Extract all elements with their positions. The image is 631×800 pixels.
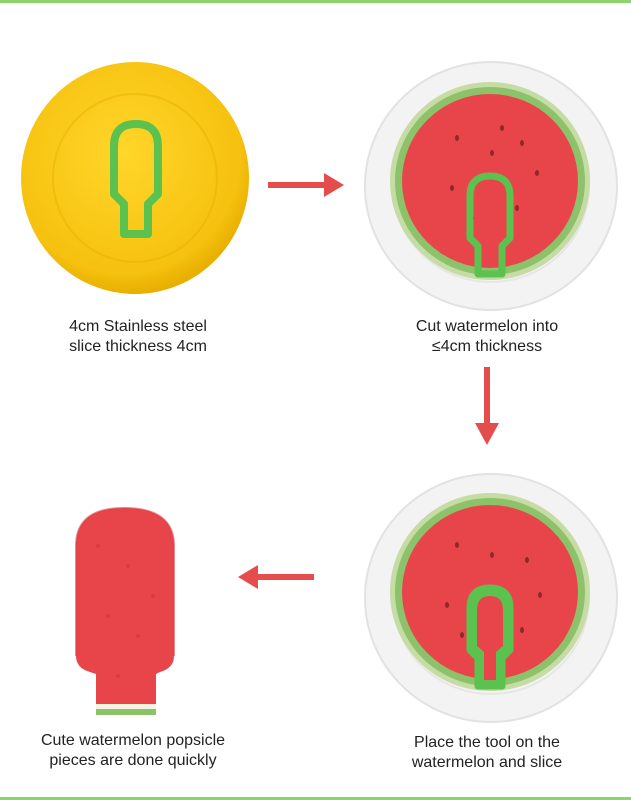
step-1-line-1: 4cm Stainless steel (69, 318, 207, 335)
right-arrow-icon (268, 173, 344, 197)
left-arrow-icon (238, 565, 314, 589)
cutter-icon (466, 172, 514, 278)
top-border (0, 0, 631, 3)
step-4-line-1: Cute watermelon popsicle (40, 732, 226, 749)
step-4-caption: Cute watermelon popsicle pieces are done… (24, 731, 242, 771)
step-1-caption: 4cm Stainless steel slice thickness 4cm (40, 317, 236, 357)
yellow-plate-with-cutter (21, 62, 249, 294)
step-1-line-2: slice thickness 4cm (69, 338, 207, 355)
step-3-line-2: watermelon and slice (411, 754, 563, 771)
cutter-icon (110, 120, 162, 238)
bottom-border (0, 797, 631, 800)
step-2-line-1: Cut watermelon into (415, 318, 559, 335)
step-3-caption: Place the tool on the watermelon and sli… (389, 733, 585, 773)
watermelon-slice-on-plate (364, 61, 618, 311)
step-2-caption: Cut watermelon into ≤4cm thickness (389, 317, 585, 357)
step-2-line-2: ≤4cm thickness (431, 338, 543, 355)
down-arrow-icon (475, 367, 499, 445)
cutter-icon (466, 584, 514, 690)
watermelon-with-cutter-on-plate (364, 473, 618, 723)
step-4-line-2: pieces are done quickly (49, 752, 217, 769)
watermelon-popsicle-piece (75, 506, 175, 715)
step-3-line-1: Place the tool on the (414, 734, 560, 751)
